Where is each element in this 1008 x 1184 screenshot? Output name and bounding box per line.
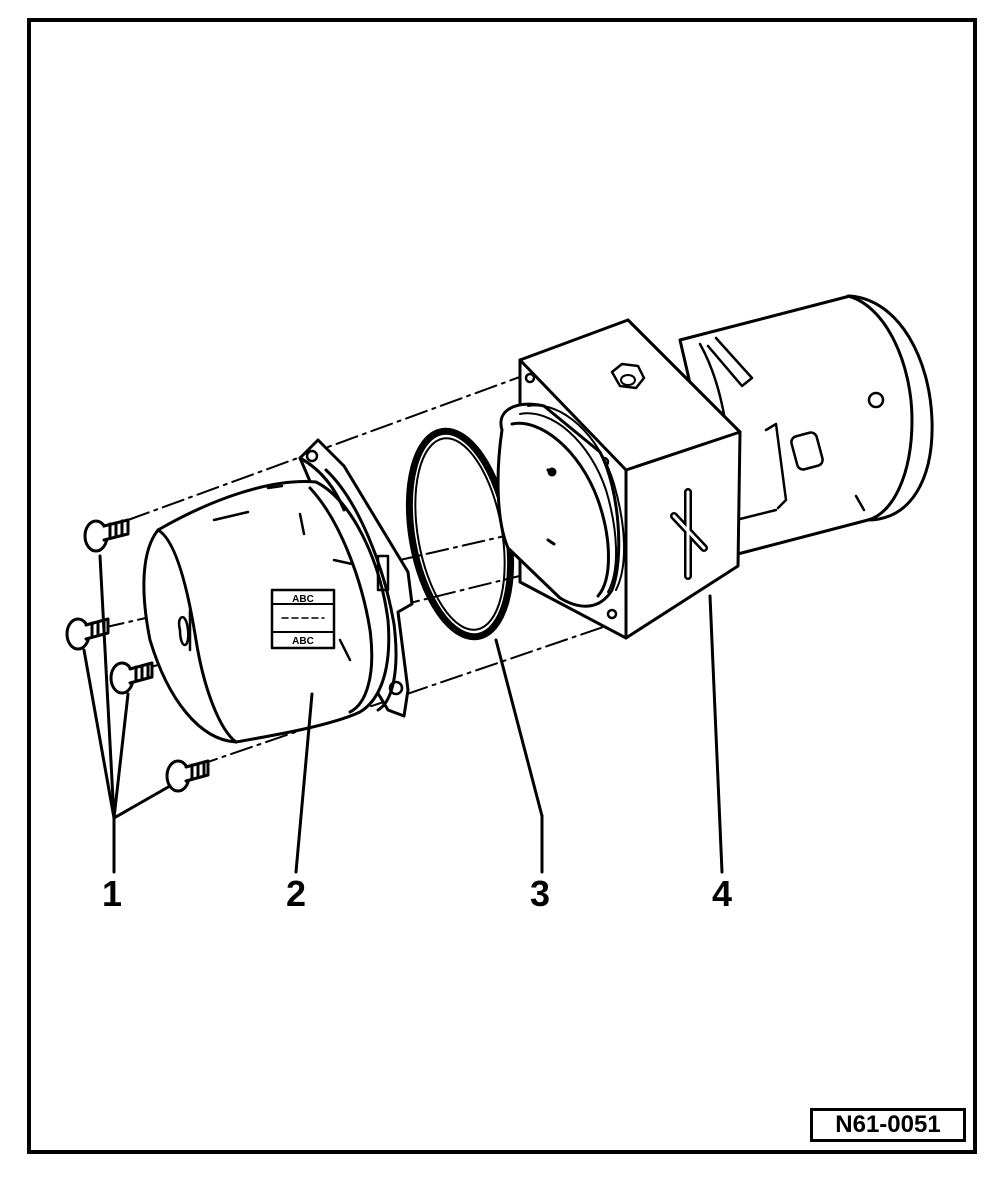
screw	[83, 518, 130, 553]
cover-plate-text-bottom: ABC	[292, 636, 314, 647]
reference-code: N61-0051	[810, 1108, 966, 1142]
pump-motor-assembly	[496, 294, 934, 640]
diagram-frame	[27, 18, 977, 1154]
callout-3: 3	[530, 873, 550, 914]
callout-2: 2	[286, 873, 306, 914]
screw	[109, 661, 154, 695]
screws	[65, 518, 210, 793]
screw	[65, 617, 110, 651]
cover-housing	[142, 438, 414, 744]
callout-4: 4	[712, 873, 732, 914]
screw	[165, 759, 210, 793]
cover-plate-text-top: ABC	[292, 594, 314, 605]
callout-1: 1	[102, 873, 122, 914]
leader-lines	[82, 554, 724, 874]
